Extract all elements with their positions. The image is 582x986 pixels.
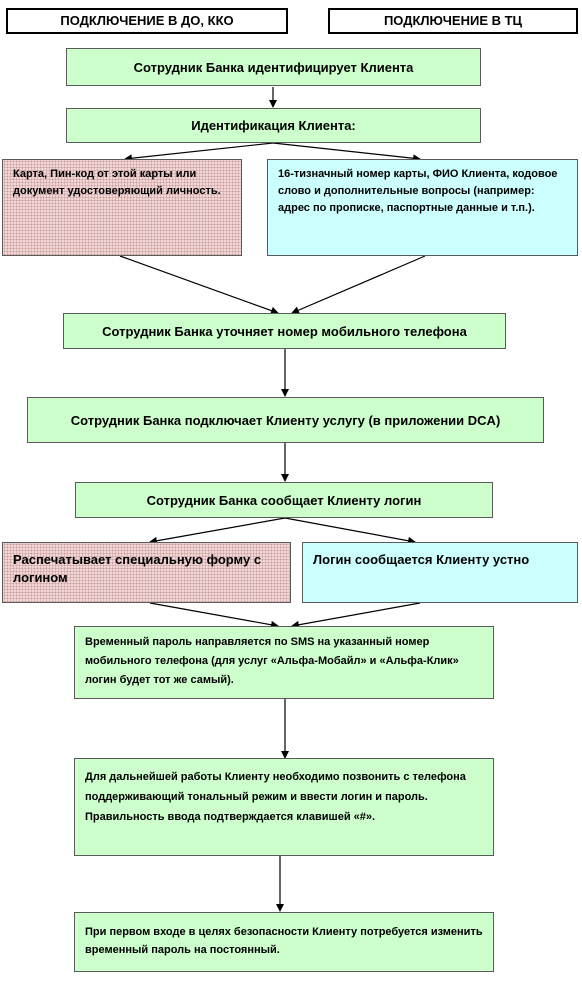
header-right: ПОДКЛЮЧЕНИЕ В ТЦ xyxy=(328,8,578,34)
header-left: ПОДКЛЮЧЕНИЕ В ДО, ККО xyxy=(6,8,288,34)
option-card-number-questions: 16-тизначный номер карты, ФИО Клиента, к… xyxy=(267,159,578,256)
step-identify: Сотрудник Банка идентифицирует Клиента xyxy=(66,48,481,86)
arrow xyxy=(291,255,426,314)
arrow xyxy=(291,602,421,629)
arrow xyxy=(119,255,279,315)
arrow xyxy=(124,142,274,163)
step-temp-password: Временный пароль направляется по SMS на … xyxy=(74,626,494,699)
step-connect-service: Сотрудник Банка подключает Клиенту услуг… xyxy=(27,397,544,443)
step-call-phone: Для дальнейшей работы Клиенту необходимо… xyxy=(74,758,494,856)
step-identification: Идентификация Клиента: xyxy=(66,108,481,143)
arrow xyxy=(284,517,416,545)
arrow xyxy=(149,517,286,545)
step-first-login: При первом входе в целях безопасности Кл… xyxy=(74,912,494,972)
step-tell-login: Сотрудник Банка сообщает Клиенту логин xyxy=(75,482,493,518)
arrow xyxy=(272,142,421,163)
arrow xyxy=(149,602,279,629)
option-card-pin-document: Карта, Пин-код от этой карты или докумен… xyxy=(2,159,242,256)
step-clarify-phone: Сотрудник Банка уточняет номер мобильног… xyxy=(63,313,506,349)
option-login-verbal: Логин сообщается Клиенту устно xyxy=(302,542,578,603)
option-print-form: Распечатывает специальную форму с логино… xyxy=(2,542,291,603)
